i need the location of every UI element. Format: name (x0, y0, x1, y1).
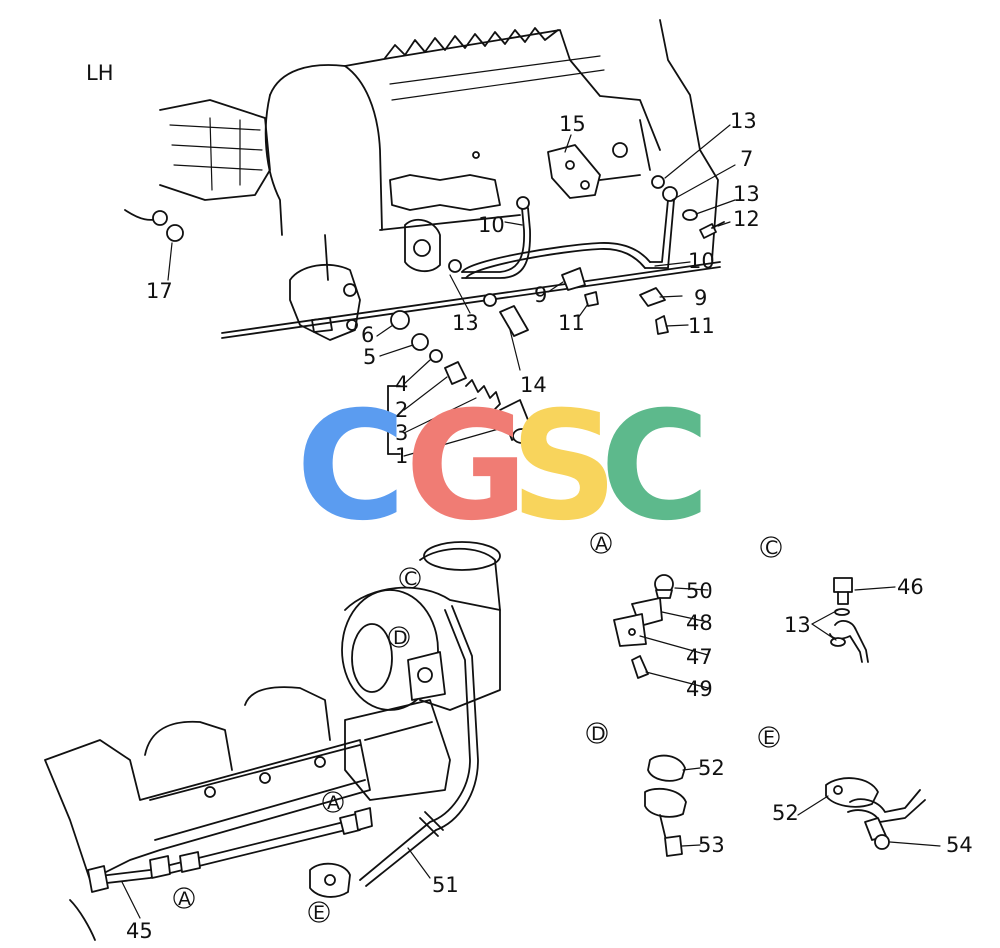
watermark-letter-2: G (405, 380, 528, 554)
callout-c-heading: C (765, 537, 778, 559)
part-label-14: 14 (520, 373, 547, 397)
part-label-45: 45 (126, 919, 153, 943)
watermark-letter-3: S (510, 380, 618, 554)
part-label-9-left: 9 (534, 283, 547, 307)
detail-view-a (613, 574, 709, 689)
manifold-turbo-drawing (44, 541, 501, 941)
part-label-13-c: 13 (784, 613, 811, 637)
lower-leader-lines (121, 847, 431, 919)
part-label-17: 17 (146, 279, 173, 303)
oil-pipe-10 (448, 175, 678, 279)
part-label-6: 6 (361, 323, 374, 347)
part-label-53: 53 (698, 833, 725, 857)
part-label-13-right: 13 (733, 182, 760, 206)
callout-c-turbo: C (404, 568, 417, 590)
part-label-49: 49 (686, 677, 713, 701)
part-label-3: 3 (395, 421, 408, 445)
part-label-52-d: 52 (698, 756, 725, 780)
detail-view-d (644, 754, 701, 857)
part-label-54: 54 (946, 833, 973, 857)
part-label-2: 2 (395, 398, 408, 422)
labels: LH 15 13 7 13 12 10 10 9 9 11 11 13 14 1… (86, 61, 973, 943)
watermark-letter-1: C (296, 380, 406, 554)
part-label-11-left: 11 (558, 311, 585, 335)
part-label-51: 51 (432, 873, 459, 897)
part-label-13-top: 13 (730, 109, 757, 133)
watermark: C G S C (296, 380, 710, 554)
part-label-13-mid: 13 (452, 311, 479, 335)
part-label-7: 7 (740, 147, 753, 171)
callout-a-drain: A (178, 888, 191, 910)
part-label-4: 4 (395, 372, 408, 396)
callouts: A C D E A A C D E (173, 532, 782, 924)
engine-block-drawing (124, 19, 721, 341)
detail-view-e (797, 777, 941, 850)
part-label-10-left: 10 (478, 213, 505, 237)
upper-hardware (152, 209, 725, 455)
callout-e-heading: E (763, 727, 775, 749)
part-label-11-right: 11 (688, 314, 715, 338)
part-label-48: 48 (686, 611, 713, 635)
part-label-10-right: 10 (688, 249, 715, 273)
callout-a-heading: A (595, 533, 608, 555)
part-label-15: 15 (559, 112, 586, 136)
watermark-letter-4: C (600, 380, 710, 554)
part-label-52-e: 52 (772, 801, 799, 825)
part-label-12: 12 (733, 207, 760, 231)
callout-d-turbo: D (393, 627, 408, 649)
part-label-1: 1 (395, 444, 408, 468)
upper-leader-lines (167, 124, 736, 457)
detail-view-c (811, 577, 896, 663)
part-label-9-right: 9 (694, 286, 707, 310)
callout-a-manifold: A (327, 792, 340, 814)
part-label-5: 5 (363, 345, 376, 369)
part-label-46: 46 (897, 575, 924, 599)
view-label: LH (86, 61, 114, 85)
callout-e-fitting: E (313, 902, 325, 924)
part-label-50: 50 (686, 579, 713, 603)
part-label-47: 47 (686, 645, 713, 669)
callout-d-heading: D (591, 723, 606, 745)
